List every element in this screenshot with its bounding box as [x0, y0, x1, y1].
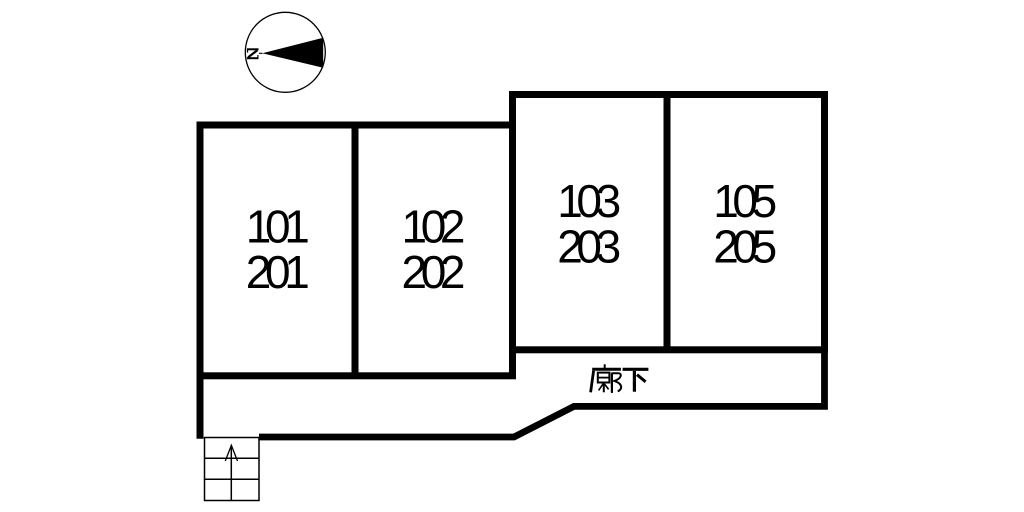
svg-text:105: 105 — [713, 175, 777, 227]
svg-text:103: 103 — [557, 175, 621, 227]
svg-text:201: 201 — [246, 246, 310, 298]
svg-text:101: 101 — [246, 201, 310, 253]
svg-text:102: 102 — [402, 201, 466, 253]
svg-text:202: 202 — [402, 246, 466, 298]
svg-text:205: 205 — [713, 221, 777, 273]
svg-text:203: 203 — [557, 221, 621, 273]
